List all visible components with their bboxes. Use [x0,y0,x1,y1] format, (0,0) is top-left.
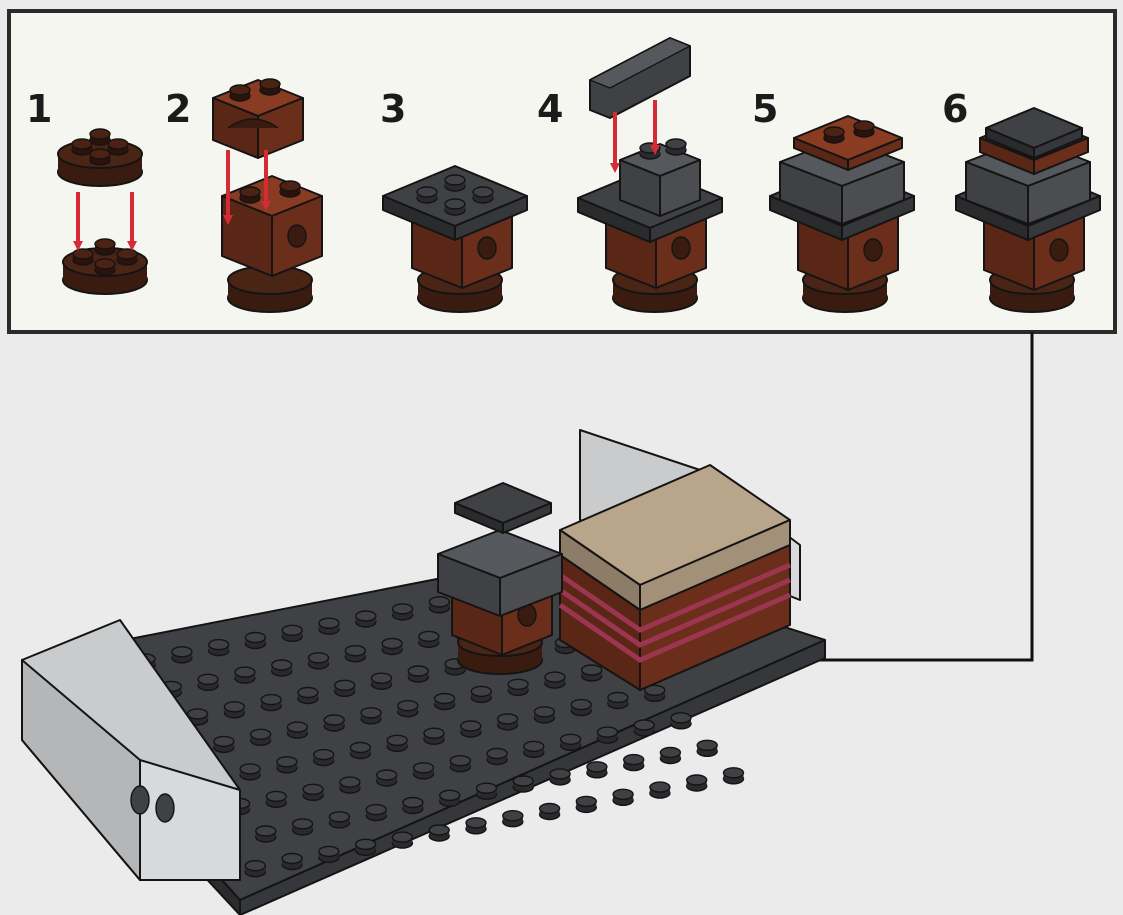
baseplate-stud [466,818,486,834]
baseplate-stud [356,839,376,855]
baseplate-stud [240,764,260,780]
baseplate-stud [697,740,717,756]
baseplate-stud [450,756,470,772]
baseplate-stud [298,688,318,704]
baseplate-stud [387,735,407,751]
baseplate-stud [534,707,554,723]
baseplate-stud [429,597,449,613]
baseplate-stud [256,826,276,842]
step-number-3: 3 [380,87,406,131]
baseplate-stud [477,783,497,799]
baseplate-stud [329,812,349,828]
baseplate-stud [245,633,265,649]
main-model [22,430,825,915]
baseplate-stud [372,673,392,689]
baseplate-stud [224,702,244,718]
baseplate-stud [361,708,381,724]
baseplate-stud [272,660,292,676]
baseplate-stud [687,775,707,791]
baseplate-stud [660,748,680,764]
step-number-6: 6 [942,87,968,131]
baseplate-stud [613,789,633,805]
baseplate-stud [277,757,297,773]
baseplate-stud [561,734,581,750]
baseplate-stud [209,640,229,656]
baseplate-stud [461,721,481,737]
baseplate-stud [392,832,412,848]
baseplate-stud [487,749,507,765]
baseplate-stud [498,714,518,730]
baseplate-stud [414,763,434,779]
baseplate-stud [508,679,528,695]
baseplate-stud [303,784,323,800]
baseplate-stud [245,861,265,877]
baseplate-stud [608,693,628,709]
baseplate-stud [314,750,334,766]
baseplate-stud [251,729,271,745]
baseplate-stud [287,722,307,738]
baseplate-stud [435,694,455,710]
baseplate-stud [293,819,313,835]
baseplate-stud [382,639,402,655]
baseplate-stud [624,755,644,771]
baseplate-stud [340,777,360,793]
baseplate-stud [582,665,602,681]
baseplate-stud [377,770,397,786]
baseplate-stud [403,798,423,814]
baseplate-stud [650,782,670,798]
step-number-5: 5 [752,87,778,131]
baseplate-stud [513,776,533,792]
baseplate-stud [319,618,339,634]
baseplate-stud [282,854,302,870]
baseplate-stud [671,713,691,729]
baseplate-stud [266,791,286,807]
baseplate-stud [550,769,570,785]
baseplate-stud [440,790,460,806]
baseplate-stud [540,804,560,820]
step-number-1: 1 [26,87,52,131]
baseplate-stud [214,736,234,752]
baseplate-stud [345,646,365,662]
instruction-panel [9,11,1115,332]
step-number-4: 4 [537,87,563,131]
baseplate-stud [356,611,376,627]
baseplate-stud [471,686,491,702]
baseplate-stud [235,667,255,683]
baseplate-stud [282,625,302,641]
baseplate-stud [319,846,339,862]
baseplate-stud [350,743,370,759]
baseplate-stud [398,701,418,717]
baseplate-stud [524,741,544,757]
baseplate-stud [198,674,218,690]
baseplate-stud [408,666,428,682]
baseplate-stud [724,768,744,784]
baseplate-stud [571,700,591,716]
baseplate-stud [424,728,444,744]
baseplate-stud [324,715,344,731]
baseplate-stud [545,672,565,688]
baseplate-stud [393,604,413,620]
baseplate-stud [335,680,355,696]
baseplate-stud [597,727,617,743]
baseplate-stud [576,796,596,812]
baseplate-stud [503,811,523,827]
baseplate-stud [634,720,654,736]
baseplate-stud [261,695,281,711]
baseplate-stud [309,653,329,669]
baseplate-stud [429,825,449,841]
baseplate-stud [587,762,607,778]
step-number-2: 2 [165,87,191,131]
baseplate-stud [419,631,439,647]
baseplate-stud [366,805,386,821]
baseplate-stud [172,647,192,663]
